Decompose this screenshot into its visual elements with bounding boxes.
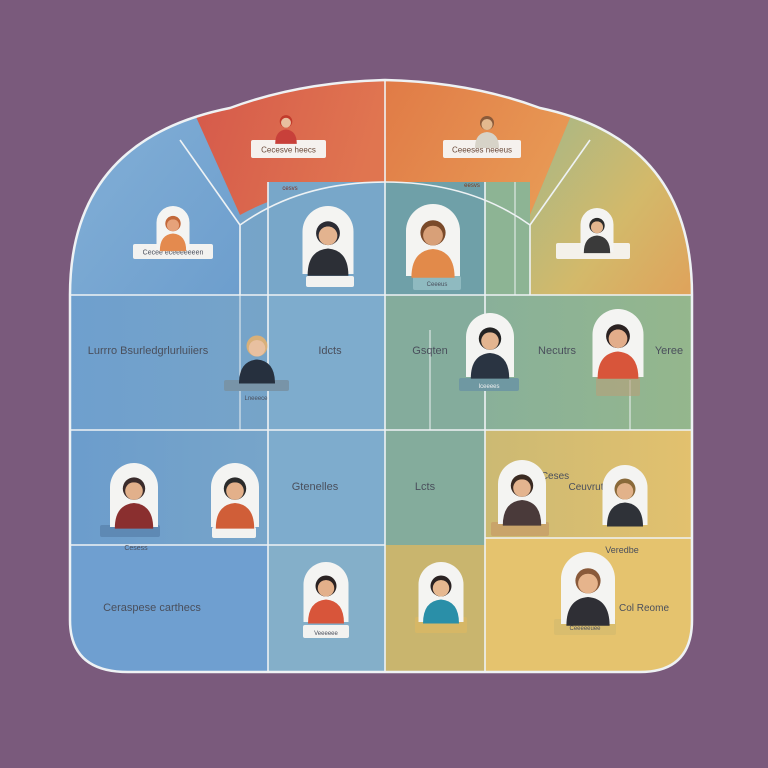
cell-label-3: Gsqten (412, 345, 447, 357)
person-icon-orange-shirt (211, 463, 259, 529)
person-icon-book (303, 562, 349, 624)
svg-text:Cecee eceeeeeeen: Cecee eceeeeeeen (143, 250, 204, 257)
person-icon-reader (498, 460, 546, 526)
red-band-text: cesvs (282, 186, 297, 192)
person-tag-4: Ceeeeeuee (569, 626, 601, 632)
cell-label-1: Lurrro Bsurledgrlurluiiers (88, 345, 209, 357)
person-icon-teal-male (466, 313, 514, 379)
top-tag-left: Cecesve heecs (251, 140, 326, 158)
row1-tag-center (306, 276, 354, 287)
svg-text:Ceeeses neeeus: Ceeeses neeeus (452, 146, 512, 155)
person-icon-blazer (110, 463, 158, 529)
cell-label-2: Idcts (318, 345, 342, 357)
orange-band-text: eesvs (464, 183, 480, 189)
person-icon-red-top (592, 309, 644, 379)
person-icon-dark-hair (302, 206, 354, 276)
person-icon-blue-female (156, 206, 190, 252)
people-layer (110, 115, 648, 626)
cell-label-12: Veredbe (605, 545, 639, 555)
cell-label-10: Cesess (124, 545, 148, 552)
person-tag-1: Lneeece (244, 396, 268, 402)
person-icon-yellow-male (580, 208, 614, 254)
cell-label-8: Ceses (541, 471, 569, 482)
row1-tag-left: Cecee eceeeeeeen (133, 244, 213, 259)
person-tag-2: Iceeees (478, 384, 499, 390)
cell-label-6: Gtenelles (292, 481, 339, 493)
top-tag-right: Ceeeses neeeus (443, 140, 521, 158)
cell-label-7: Lcts (415, 481, 436, 493)
person-icon-orange-male (475, 116, 499, 148)
person-icon-red-female (275, 115, 297, 144)
person-icon-desk-male (239, 335, 275, 384)
row1-tag-teal: Ceeeus (413, 276, 461, 290)
grid-lines (68, 78, 694, 674)
person-tag-3: Veeeeee (314, 631, 338, 637)
cell-label-5: Yeree (655, 345, 683, 357)
cell-label-13: Col Reome (619, 603, 669, 614)
person-icon-blue-shirt (418, 562, 464, 624)
svg-text:Ceeeus: Ceeeus (427, 282, 448, 288)
svg-text:Cecesve heecs: Cecesve heecs (261, 146, 316, 155)
person-icon-casual (602, 465, 648, 527)
person-icon-long-hair (406, 204, 460, 278)
cell-labels: Lurrro Bsurledgrlurluiiers Idcts Gsqten … (88, 345, 683, 614)
cell-label-11: Ceraspese carthecs (103, 602, 201, 614)
cell-label-4: Necutrs (538, 345, 576, 357)
cell-label-9: Ceuvrut (568, 482, 603, 493)
person-icon-suit (561, 552, 615, 626)
